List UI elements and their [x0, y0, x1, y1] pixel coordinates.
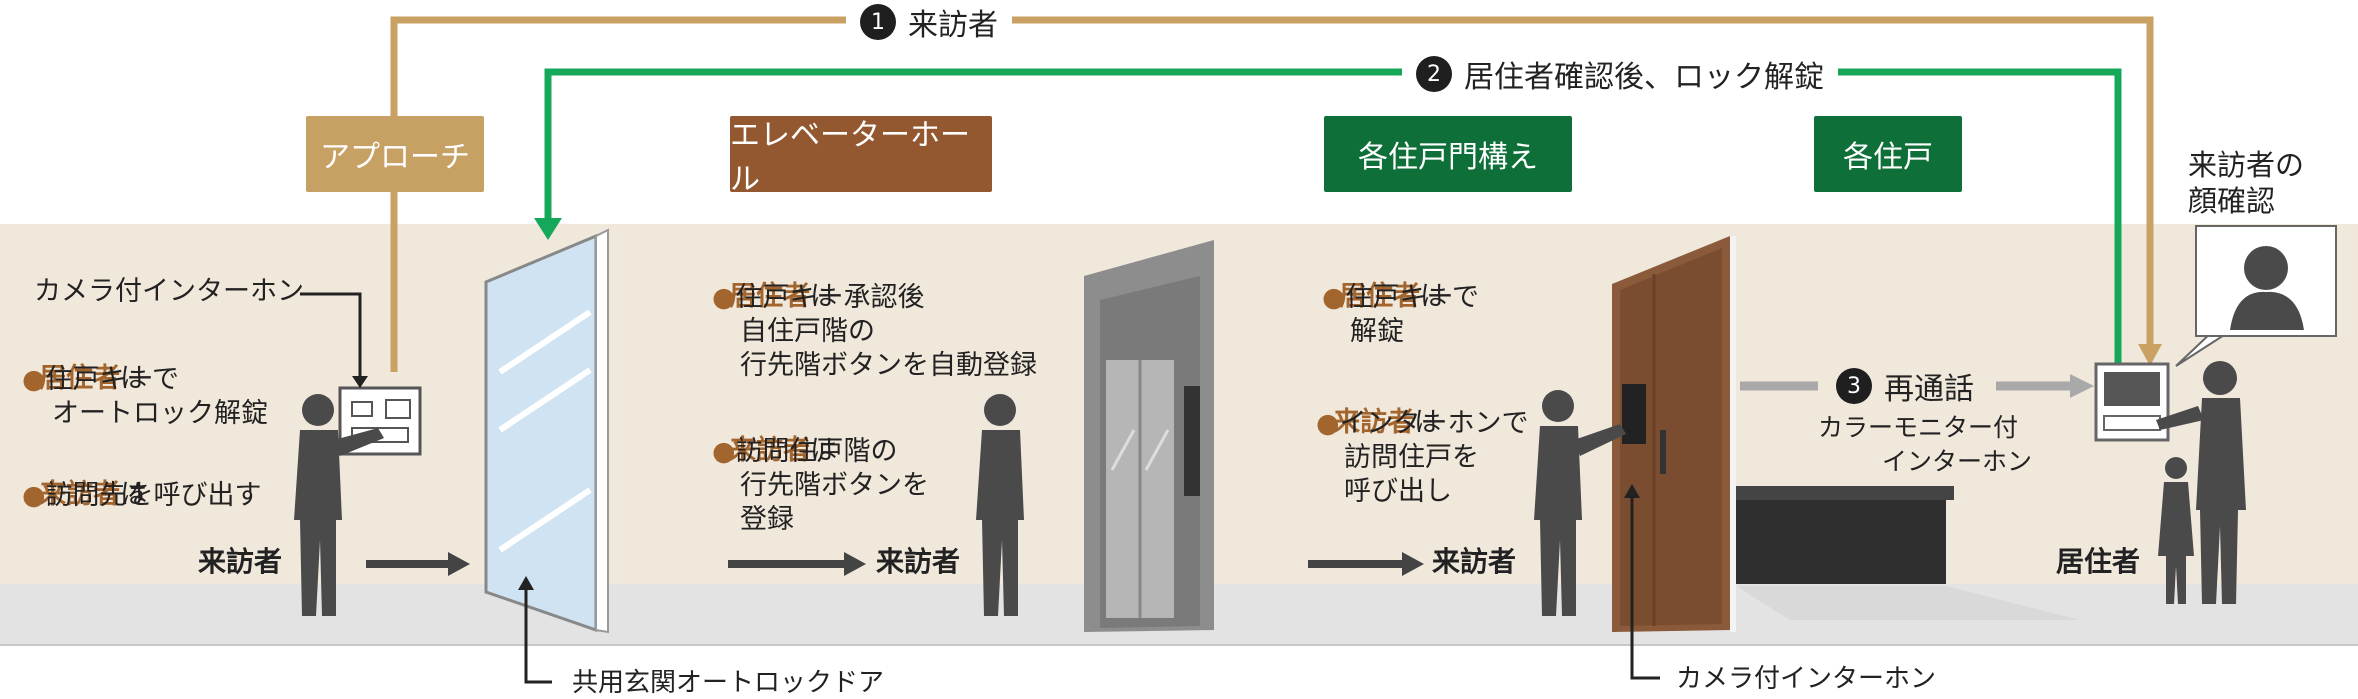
- gate-visitor-text1: インターホンで: [1339, 408, 1529, 439]
- route-3-text: 再通話: [1884, 372, 1974, 407]
- area-tag-approach: アプローチ: [306, 116, 484, 192]
- route-2-label: 2 居住者確認後、ロック解錠: [1402, 52, 1838, 96]
- color-monitor: [2094, 362, 2170, 442]
- elevator-visitor-caption: 来訪者: [876, 545, 961, 578]
- walk-arrow-1: [366, 552, 470, 576]
- elevator-resident-block: 居住者は: [712, 244, 837, 314]
- elevator-visitor-line3: 登録: [740, 504, 794, 535]
- elevator-visitor-line2: 行先階ボタンを: [740, 470, 929, 501]
- elevator-resident-text1: 住戸キー承認後: [735, 282, 925, 313]
- area-tag-unit: 各住戸: [1814, 116, 1962, 192]
- visitor-silhouette-elevator: [976, 394, 1024, 616]
- route-1-line: [390, 16, 2162, 372]
- area-tag-elevator-hall: エレベーターホール: [730, 116, 992, 197]
- elevator-visitor-ha: は: [810, 435, 838, 466]
- unit-resident-caption: 居住者: [2056, 545, 2141, 578]
- elevator-resident-ha: は: [810, 281, 838, 312]
- approach-camera-label: カメラ付インターホン: [34, 276, 304, 307]
- gate-visitor-block: 来訪者は: [1316, 370, 1441, 440]
- elevator-resident-line1: ●住戸キー承認後: [712, 280, 925, 315]
- bullet-icon: ●: [712, 436, 736, 467]
- approach-resident-line2: オートロック解錠: [52, 398, 268, 429]
- route-1-text: 来訪者: [908, 8, 998, 43]
- gate-visitor-line2: 訪問住戸を: [1344, 442, 1479, 473]
- approach-intercom: [338, 386, 422, 456]
- floor-line: [0, 644, 2358, 646]
- elevator-resident-line2: 自住戸階の: [740, 316, 875, 347]
- bullet-icon: ●: [22, 480, 46, 511]
- elevator-visitor-block: 来訪者は: [712, 398, 837, 468]
- route-3-label: 3 再通話: [1822, 364, 1988, 408]
- bullet-icon: ●: [22, 364, 46, 395]
- elevator-visitor-line1: ●訪問住戸階の: [712, 434, 898, 469]
- elevator: [1084, 240, 1214, 632]
- gate-resident-head: 居住者: [1339, 281, 1421, 312]
- gate-resident-block: 居住者は: [1322, 244, 1447, 314]
- auto-lock-door: [484, 228, 609, 634]
- door-pointer: [518, 576, 552, 684]
- approach-visitor-caption: 来訪者: [198, 545, 283, 578]
- resident-silhouette-adult: [2156, 361, 2246, 604]
- unit-entry-step: [1736, 486, 2080, 620]
- elevator-visitor-text1: 訪問住戸階の: [735, 436, 898, 467]
- route-3-number: 3: [1836, 368, 1872, 404]
- bullet-icon: ●: [1322, 282, 1346, 313]
- area-tag-unit-gate: 各住戸門構え: [1324, 116, 1572, 192]
- approach-visitor-line1: ●訪問先を呼び出す: [22, 478, 262, 513]
- face-bubble: [2175, 225, 2337, 367]
- approach-camera-pointer: [300, 292, 368, 388]
- approach-resident-line1: ●住戸キーで: [22, 362, 179, 397]
- walk-arrow-3: [1308, 552, 1424, 576]
- door-caption: 共用玄関オートロックドア: [572, 668, 885, 698]
- monitor-label-line1: カラーモニター付: [1818, 413, 2019, 442]
- bullet-icon: ●: [712, 282, 736, 313]
- route-2-text: 居住者確認後、ロック解錠: [1464, 60, 1824, 95]
- resident-silhouette-child: [2158, 457, 2194, 604]
- face-label-line1: 来訪者の: [2188, 148, 2305, 182]
- elevator-visitor-head: 来訪者: [729, 435, 811, 466]
- approach-resident-head: 居住者: [39, 363, 121, 394]
- approach-visitor-text1: 訪問先を呼び出す: [45, 480, 262, 511]
- gate-resident-text1: 住戸キーで: [1345, 282, 1479, 313]
- walk-arrow-2: [728, 552, 866, 576]
- gate-visitor-head: 来訪者: [1333, 407, 1415, 438]
- approach-visitor-block: 来訪者は: [22, 442, 147, 512]
- approach-resident-block: 居住者は: [22, 326, 147, 396]
- elevator-resident-line3: 行先階ボタンを自動登録: [740, 350, 1037, 381]
- gate-visitor-caption: 来訪者: [1432, 545, 1517, 578]
- approach-visitor-ha: は: [120, 479, 148, 510]
- route-3-line: [1740, 374, 2094, 398]
- gate-visitor-ha: は: [1414, 407, 1442, 438]
- route-2-number: 2: [1416, 56, 1452, 92]
- gate-camera-caption: カメラ付インターホン: [1676, 664, 1937, 694]
- visitor-silhouette-approach: [294, 394, 384, 616]
- elevator-resident-head: 居住者: [729, 281, 811, 312]
- visitor-silhouette-gate: [1534, 390, 1626, 616]
- approach-resident-text1: 住戸キーで: [45, 364, 179, 395]
- unit-camera-pointer: [1624, 484, 1660, 680]
- route-1-label: 1 来訪者: [846, 0, 1012, 44]
- gate-visitor-line1: ●インターホンで: [1316, 406, 1529, 441]
- bullet-icon: ●: [1316, 408, 1340, 439]
- gate-resident-line2: 解錠: [1350, 316, 1404, 347]
- unit-door: [1612, 236, 1736, 632]
- face-label-line2: 顔確認: [2188, 184, 2276, 218]
- route-1-number: 1: [860, 4, 896, 40]
- gate-resident-ha: は: [1420, 281, 1448, 312]
- gate-resident-line1: ●住戸キーで: [1322, 280, 1479, 315]
- approach-visitor-head: 来訪者: [39, 479, 121, 510]
- monitor-label-line2: インターホン: [1882, 447, 2033, 476]
- gate-visitor-line3: 呼び出し: [1344, 476, 1452, 507]
- approach-resident-ha: は: [120, 363, 148, 394]
